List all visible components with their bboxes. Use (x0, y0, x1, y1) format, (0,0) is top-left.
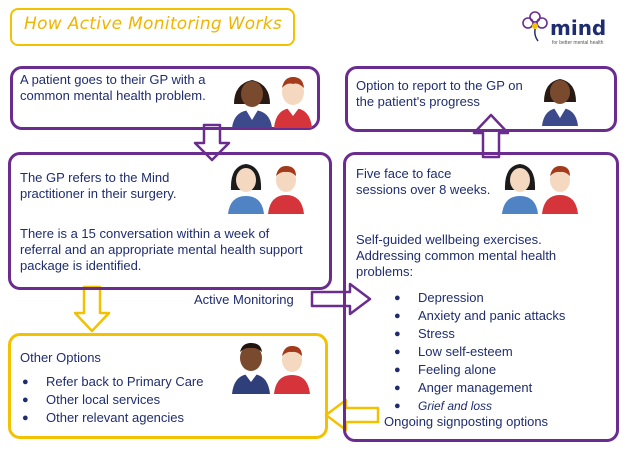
box2-line1: The GP refers to the Mind practitioner i… (20, 170, 177, 201)
patient-man-icon (274, 77, 312, 128)
signposting-footer: Ongoing signposting options (384, 414, 549, 429)
practitioner-woman-icon (502, 164, 538, 214)
patient-man-icon (274, 346, 310, 394)
logo-tagline: for better mental health (552, 40, 604, 46)
active-monitoring-label: Active Monitoring (194, 292, 294, 307)
mind-flower-icon (522, 11, 548, 42)
box1-text: A patient goes to their GP with a common… (20, 72, 206, 103)
box-other-options (8, 333, 328, 439)
arrow-left (324, 398, 380, 432)
other-options-list: Refer back to Primary Care Other local s… (20, 373, 204, 427)
list-item: Other relevant agencies (20, 409, 204, 427)
gp-woman-icon (542, 79, 578, 126)
list-item: Grief and loss (392, 397, 565, 415)
box2-line2: There is a 15 conversation within a week… (20, 226, 303, 273)
patient-man-icon (268, 166, 304, 214)
box3-heading: Other Options (20, 350, 101, 365)
box-patient-visits-gp (10, 66, 320, 130)
list-item: Low self-esteem (392, 343, 565, 361)
box-sessions (343, 152, 619, 442)
list-item: Anger management (392, 379, 565, 397)
box5-line2: Self-guided wellbeing exercises. Address… (356, 232, 557, 279)
list-item: Other local services (20, 391, 204, 409)
box5-line1: Five face to face sessions over 8 weeks. (356, 166, 491, 197)
mental-health-problems-list: Depression Anxiety and panic attacks Str… (392, 289, 565, 415)
patient-man-icon (542, 166, 578, 214)
logo-wordmark: mind (550, 16, 607, 40)
list-item: Feeling alone (392, 361, 565, 379)
arrow-right (310, 282, 372, 316)
support-worker-man-icon (232, 343, 270, 394)
arrow-down-2 (73, 285, 111, 333)
box-gp-referral (8, 152, 332, 290)
mind-logo: mind for better mental health (520, 8, 620, 50)
list-item: Depression (392, 289, 565, 307)
practitioner-woman-icon (228, 164, 264, 214)
list-item: Anxiety and panic attacks (392, 307, 565, 325)
list-item: Stress (392, 325, 565, 343)
page-title: How Active Monitoring Works (24, 14, 283, 34)
box-report-to-gp (345, 66, 617, 132)
box4-text: Option to report to the GP on the patien… (356, 78, 523, 109)
list-item: Refer back to Primary Care (20, 373, 204, 391)
title-frame (10, 8, 295, 46)
gp-woman-icon (232, 80, 272, 128)
